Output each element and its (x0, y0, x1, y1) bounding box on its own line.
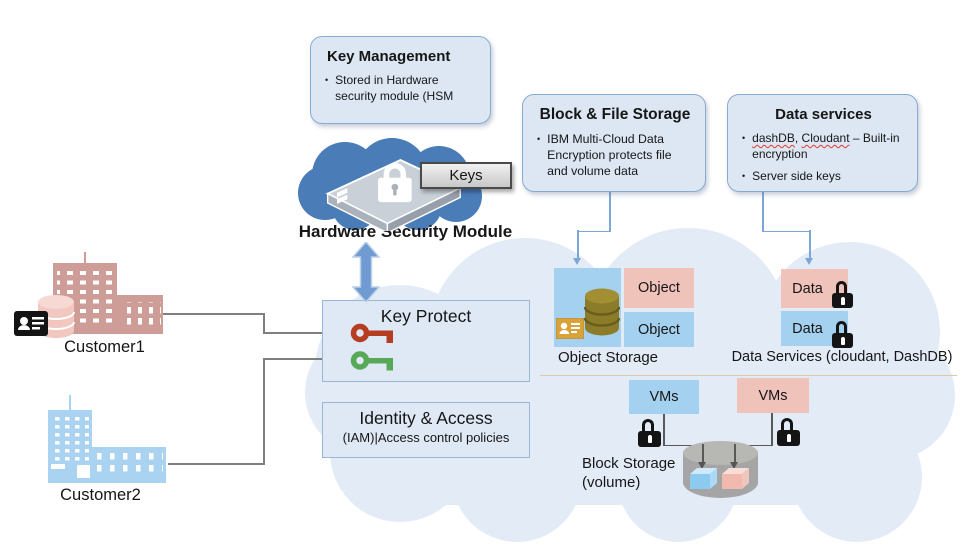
object-box-blue: Object (624, 312, 694, 347)
key-protect-title: Key Protect (380, 306, 472, 326)
connector-line (762, 192, 764, 232)
connector-line (702, 444, 704, 464)
key-management-title: Key Management (327, 48, 451, 65)
data-services-title: Data services (775, 106, 872, 123)
bullet-dot: • (325, 75, 329, 85)
pink-cube-icon (722, 468, 749, 489)
block-file-storage-bullet: IBM Multi-Cloud Data Encryption protects… (547, 132, 672, 178)
block-storage-label: Block Storage (volume) (582, 455, 675, 493)
data-services-label: Data Services (cloudant, DashDB) (731, 349, 953, 365)
red-key-icon (350, 323, 393, 343)
connector-line (809, 230, 811, 259)
hsm-server-icon (325, 159, 463, 231)
lock-icon (378, 162, 412, 203)
identity-access-subtitle: (IAM)|Access control policies (342, 430, 510, 445)
customer2-label: Customer2 (60, 486, 141, 504)
connector-line (663, 414, 665, 446)
object-storage-label: Object Storage (557, 349, 659, 366)
connector-line (663, 444, 703, 446)
padlock-icon (638, 419, 661, 447)
gold-database-icon (584, 288, 620, 336)
green-key-icon (350, 351, 393, 371)
connector-line (168, 463, 264, 465)
connector-line (771, 413, 773, 446)
data-services-bullet-1: dashDB, Cloudant – Built-in encryption (752, 131, 900, 161)
cloudant-term: Cloudant (801, 131, 850, 145)
connector-line (263, 313, 265, 334)
dashdb-term: dashDB (752, 131, 795, 145)
vms-box-pink: VMs (737, 378, 809, 413)
divider-line (540, 375, 957, 376)
object-box-blue-label: Object (638, 321, 680, 338)
key-management-bullet: Stored in Hardware security module (HSM (335, 73, 454, 103)
object-box-pink: Object (624, 268, 694, 308)
padlock-icon (832, 321, 853, 348)
blue-cube-icon (690, 468, 717, 489)
connector-line (263, 332, 346, 334)
connector-line (762, 230, 810, 232)
connector-line (734, 444, 772, 446)
double-arrow-icon (352, 242, 380, 302)
customer1-label: Customer1 (64, 338, 145, 356)
connector-line (609, 192, 611, 232)
block-storage-label-line1: Block Storage (582, 455, 676, 472)
bullet-dot: • (742, 133, 746, 143)
customer1-id-card-icon (14, 311, 48, 336)
arrowhead (698, 462, 706, 469)
arrowhead (730, 462, 738, 469)
connector-line (263, 358, 346, 360)
data-box-pink-label: Data (792, 280, 823, 297)
connector-line (263, 358, 265, 465)
connector-line (577, 230, 579, 259)
data-services-callout: Data services • dashDB, Cloudant – Built… (727, 94, 918, 192)
object-box-pink-label: Object (638, 280, 680, 296)
padlock-icon (777, 418, 800, 446)
identity-access-panel: Identity & Access (IAM)|Access control p… (322, 402, 530, 458)
key-management-callout: Key Management • Stored in Hardware secu… (310, 36, 491, 124)
vms-box-pink-label: VMs (758, 387, 788, 404)
gold-id-card-icon (556, 318, 584, 339)
vms-box-blue: VMs (629, 380, 699, 414)
hsm-label: Hardware Security Module (298, 222, 513, 241)
connector-line (577, 230, 610, 232)
connector-line (734, 444, 736, 464)
keys-tag: Keys (420, 162, 512, 189)
bullet-dot: • (742, 171, 746, 182)
arrowhead (805, 258, 813, 265)
vms-box-blue-label: VMs (649, 389, 679, 405)
data-services-bullet-2: Server side keys (752, 169, 841, 184)
bullet-dot: • (537, 134, 541, 144)
block-file-storage-callout: Block & File Storage • IBM Multi-Cloud D… (522, 94, 706, 192)
connector-line (163, 313, 264, 315)
customer2-building-icon (48, 395, 166, 483)
identity-access-title: Identity & Access (359, 408, 493, 428)
block-storage-label-line2: (volume) (582, 473, 641, 491)
keys-tag-label: Keys (449, 167, 483, 184)
arrowhead (573, 258, 581, 265)
block-file-storage-title: Block & File Storage (539, 106, 691, 123)
padlock-icon (832, 281, 853, 308)
data-box-blue-label: Data (792, 320, 823, 337)
